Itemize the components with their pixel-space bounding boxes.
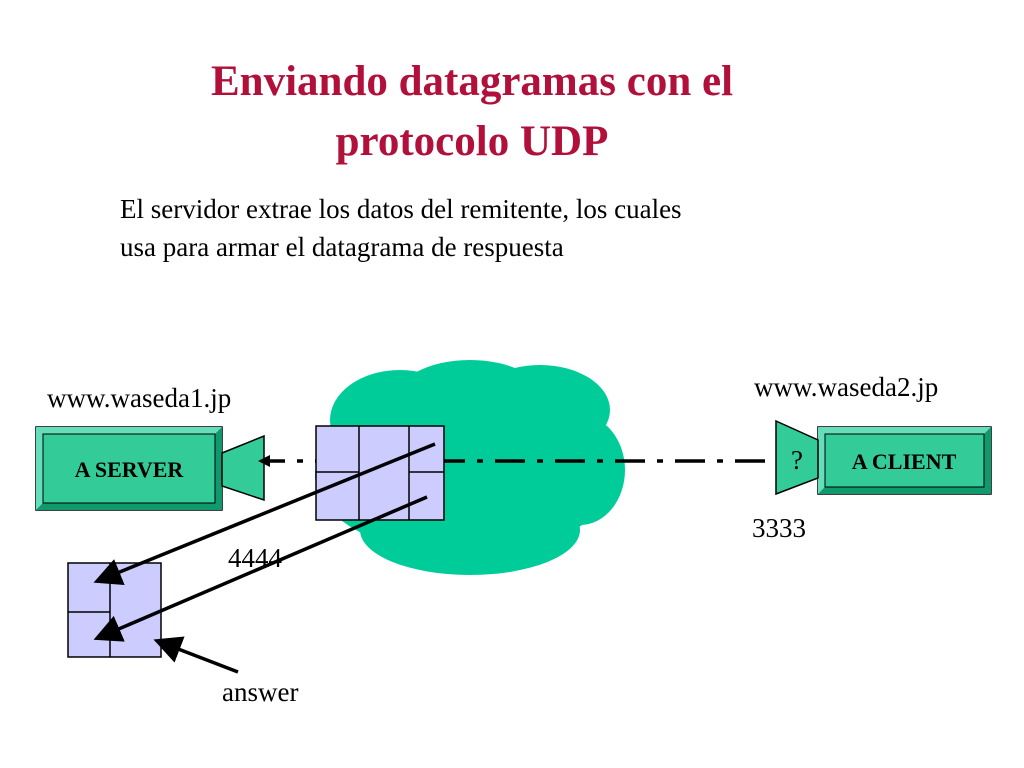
client-host-label: www.waseda2.jp xyxy=(754,372,939,402)
datagram-answer xyxy=(67,562,162,658)
server-host-label: www.waseda1.jp xyxy=(47,383,232,413)
client-socket xyxy=(775,419,819,496)
answer-pointer xyxy=(153,636,239,674)
subtitle: El servidor extrae los datos del remiten… xyxy=(120,190,880,266)
client-socket-label: ? xyxy=(791,445,803,475)
server-socket xyxy=(221,434,265,502)
client-port-label: 3333 xyxy=(752,513,806,543)
client-box: A CLIENT xyxy=(817,426,992,495)
server-label: A SERVER xyxy=(75,457,185,482)
title-line-2: protocolo UDP xyxy=(335,118,609,165)
datagram-sent xyxy=(315,425,445,521)
client-label: A CLIENT xyxy=(852,449,957,474)
copy-arrow-2 xyxy=(93,495,428,642)
server-box: A SERVER xyxy=(35,426,223,511)
subtitle-line-2: usa para armar el datagrama de respuesta xyxy=(120,232,564,262)
connection-arrow-head xyxy=(258,455,270,467)
page-title: Enviando datagramas con el protocolo UDP xyxy=(112,52,832,172)
copy-arrow-1 xyxy=(93,442,436,586)
subtitle-line-1: El servidor extrae los datos del remiten… xyxy=(120,194,682,224)
server-port-label: 4444 xyxy=(228,543,282,573)
answer-label: answer xyxy=(222,677,299,707)
title-line-1: Enviando datagramas con el xyxy=(210,58,734,105)
